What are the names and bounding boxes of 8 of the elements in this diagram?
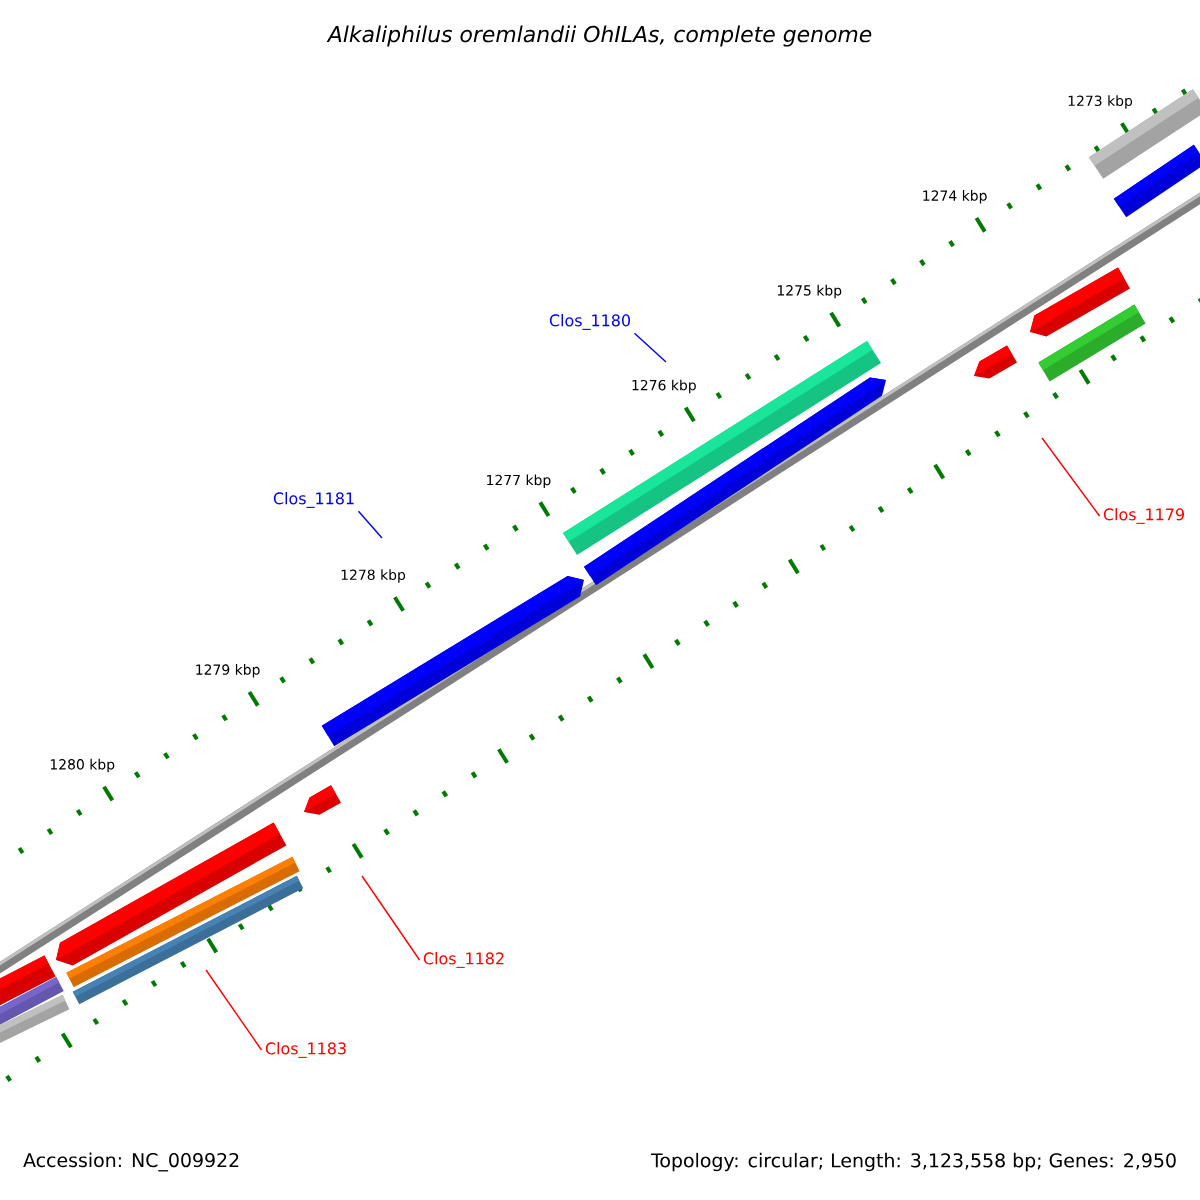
- leader-line: [361, 875, 421, 961]
- accession-label: Accession: NC_009922: [23, 1152, 239, 1172]
- leader-line: [633, 332, 667, 363]
- leader-line: [205, 969, 263, 1051]
- title: Alkaliphilus oremlandii OhILAs, complete genome: [326, 25, 872, 47]
- leader-line: [1041, 437, 1101, 517]
- genome-info-label: Topology: circular; Length: 3,123,558 bp; Genes: 2,950: [650, 1152, 1176, 1172]
- leader-line: [357, 510, 383, 539]
